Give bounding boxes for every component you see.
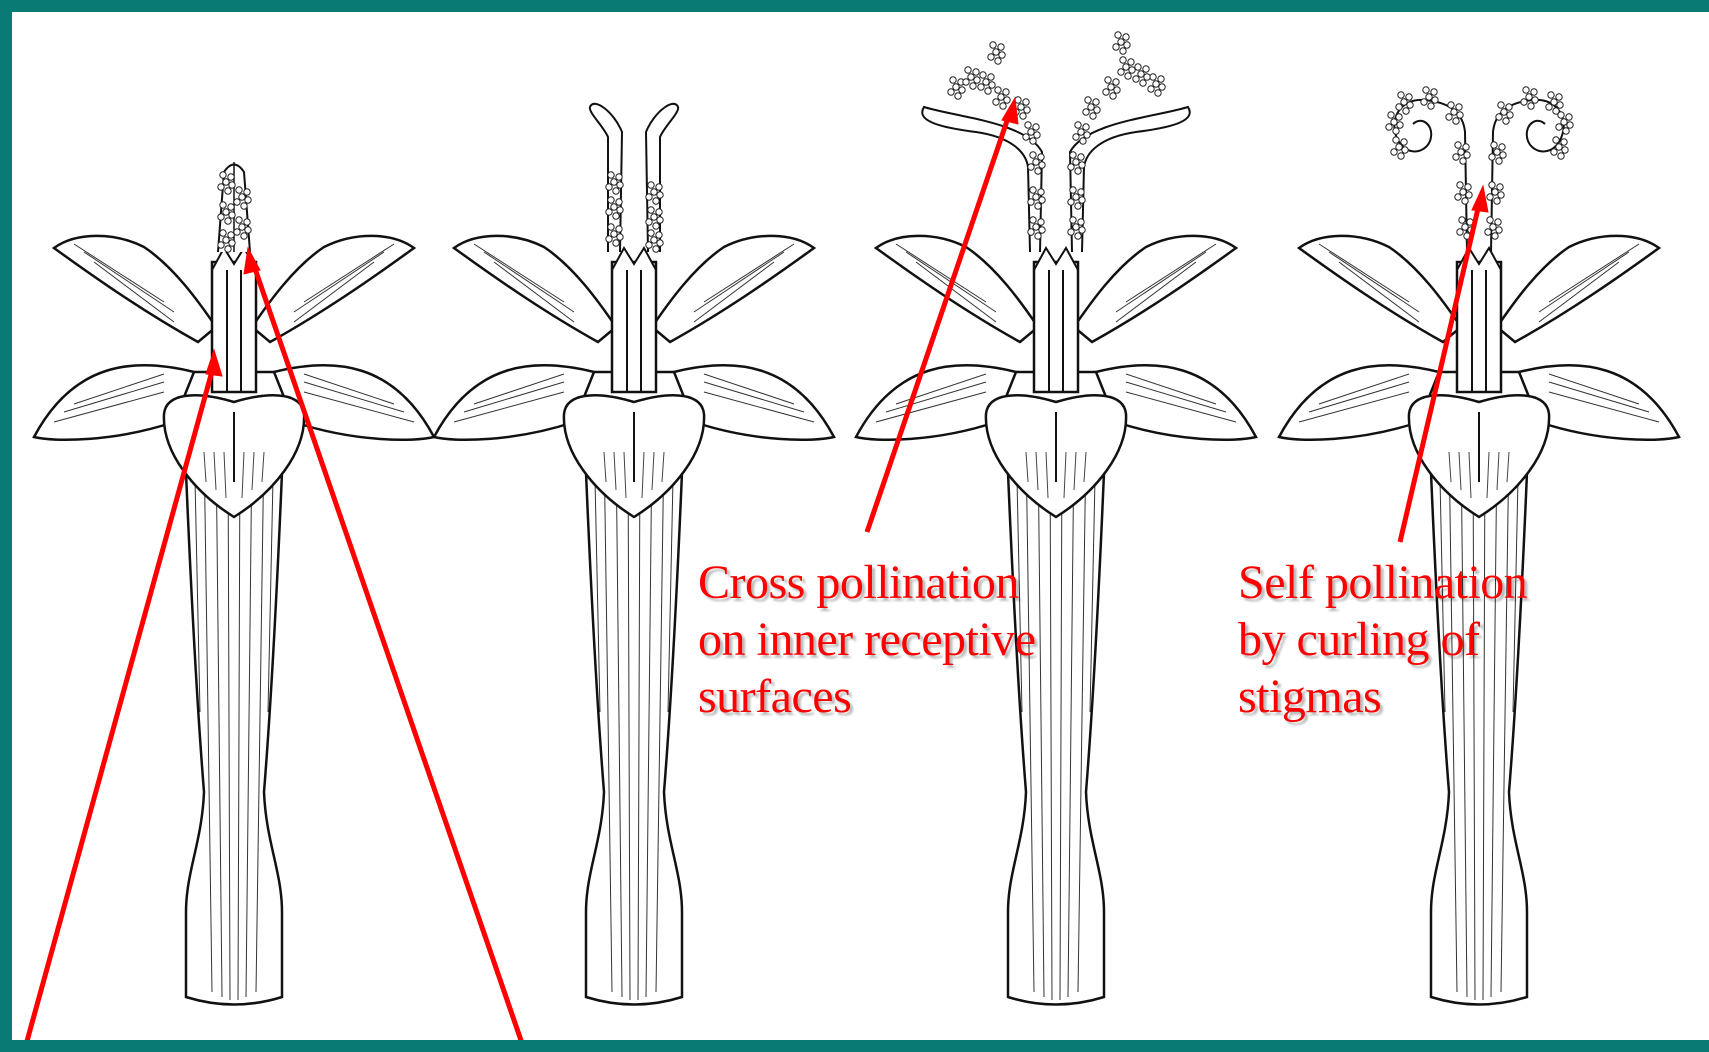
- flower-cross-pollination-stage: [856, 32, 1256, 1005]
- arrowhead: [1472, 186, 1488, 212]
- self-pollination-caption: Self pollination by curling of stigmas: [1238, 554, 1527, 725]
- flower-self-pollination-stage: [1279, 87, 1679, 1005]
- arrow-to-pollen-anthers: [252, 260, 525, 1052]
- cross-pollination-caption: Cross pollination on inner receptive sur…: [698, 554, 1036, 725]
- slide-frame-bottom: [0, 1040, 1709, 1052]
- diagram-canvas: Cross pollination on inner receptive sur…: [12, 12, 1709, 1052]
- flower-bud-stage: [34, 162, 434, 1005]
- flower-illustrations: [12, 12, 1709, 1052]
